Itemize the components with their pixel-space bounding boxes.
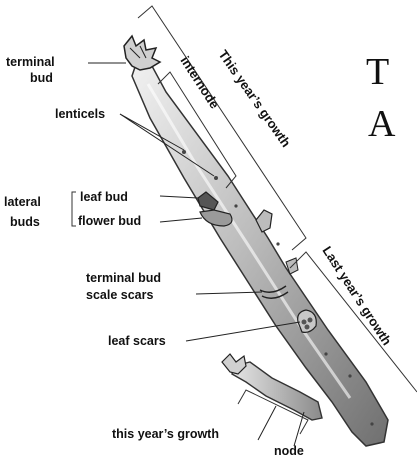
flower-bud-label: flower bud — [78, 214, 141, 228]
terminal-bud-label-line1: terminal — [6, 55, 55, 69]
lateral-buds-bracket — [72, 192, 76, 226]
lenticels-label: lenticels — [55, 107, 105, 121]
scale-scars-label-line2: scale scars — [86, 288, 153, 302]
lenticel — [182, 150, 186, 154]
internode-label: internode — [177, 53, 222, 111]
terminal-bud-shape — [124, 36, 160, 70]
lateral-label: lateral — [4, 195, 41, 209]
this-years-growth-top-label: This year’s growth — [216, 47, 294, 150]
lenticel — [214, 176, 218, 180]
buds-label: buds — [10, 215, 40, 229]
cropped-heading-line1: T — [366, 51, 389, 93]
leaf-scars-label: leaf scars — [108, 334, 166, 348]
node-label: node — [274, 444, 304, 458]
this-years-growth-bottom-label: this year’s growth — [112, 427, 219, 441]
last-years-growth-label: Last year’s growth — [319, 243, 394, 348]
leaf-bud-label: leaf bud — [80, 190, 128, 204]
terminal-bud-label-line2: bud — [30, 71, 53, 85]
cropped-heading-line2: A — [368, 103, 396, 145]
scale-scars-label-line1: terminal bud — [86, 271, 161, 285]
